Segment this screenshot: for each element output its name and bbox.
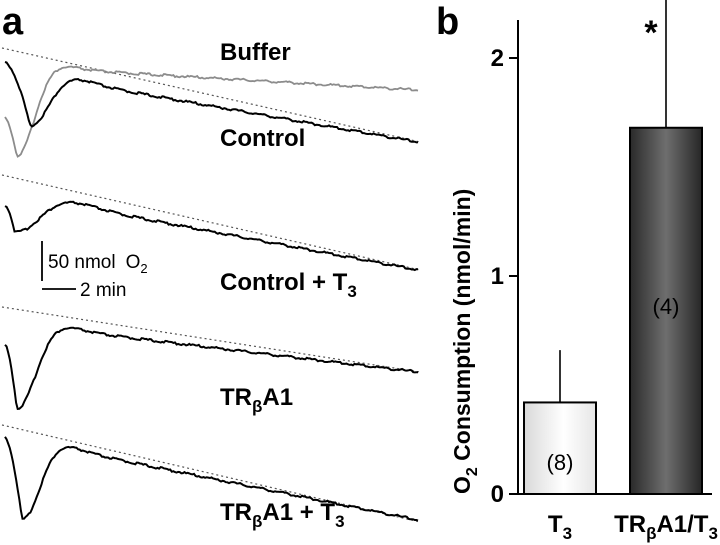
n-label-1: (8) [547, 450, 574, 475]
trace-trba1-t3 [4, 436, 419, 522]
y-tick-label-2: 2 [491, 45, 504, 72]
x-tick-label-trba1-t3: TRβA1/T3 [614, 511, 718, 543]
panel-b-letter: b [436, 1, 459, 43]
trace-label-control-t3: Control + T3 [220, 269, 357, 301]
fit-line-control [1, 47, 421, 143]
panel-b: b O2 Consumption (nmol/min) 0 1 2 (8) (4) T… [436, 0, 718, 543]
trace-control-t3 [4, 200, 419, 272]
oxygen-traces [4, 61, 419, 522]
trace-label-control: Control [220, 125, 305, 152]
trace-label-trba1-t3: TRβA1 + T3 [220, 499, 345, 531]
panel-a-letter: a [2, 1, 24, 43]
x-tick-label-t3: T3 [548, 511, 572, 543]
bar-1 [523, 401, 597, 495]
significance-asterisk: * [644, 14, 658, 52]
scale-bar-time: 2 min [80, 280, 126, 301]
trace-label-trba1: TRβA1 [220, 384, 293, 416]
panel-a: a Buffer Control Control + T3 TRβA1 TRβA… [1, 1, 421, 531]
y-tick-label-1: 1 [491, 263, 504, 290]
trace-trba1 [4, 326, 418, 410]
trace-buffer [4, 65, 419, 158]
trace-control [4, 61, 419, 144]
n-label-2: (4) [653, 294, 680, 319]
bars: (8) (4) [523, 0, 703, 495]
y-ticks: 0 1 2 [491, 45, 518, 508]
y-tick-label-0: 0 [491, 481, 504, 508]
fit-line-trba1 [1, 306, 421, 373]
fit-lines [1, 47, 421, 523]
bar-2 [629, 126, 703, 495]
trace-label-buffer: Buffer [220, 39, 291, 66]
fit-line-control-t3 [1, 174, 421, 271]
y-axis-label: O2 Consumption (nmol/min) [449, 189, 481, 494]
fit-line-trba1-t3 [1, 424, 421, 523]
